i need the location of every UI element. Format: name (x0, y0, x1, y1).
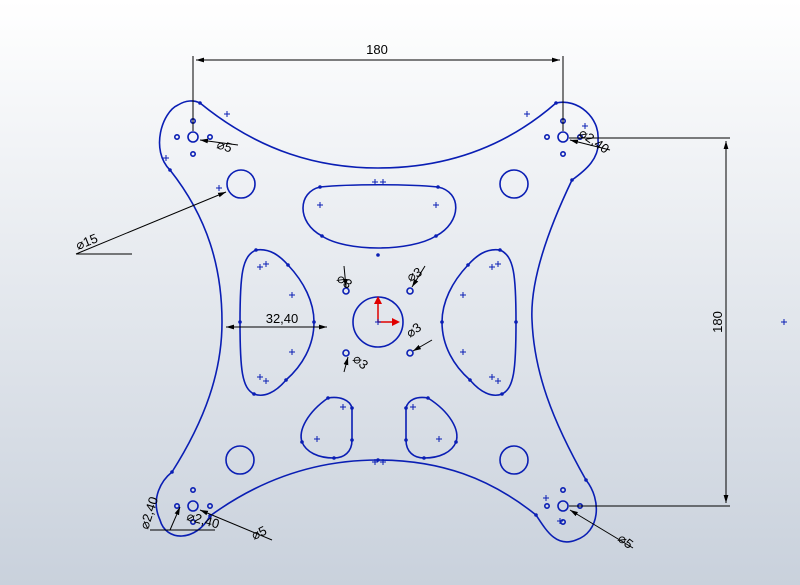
hole-center-lr[interactable] (406, 349, 414, 357)
hole-center-ll[interactable] (342, 349, 350, 357)
hole-center-ul[interactable] (342, 287, 350, 295)
hole-small-bl-b[interactable] (207, 502, 214, 509)
dim-overall-height[interactable]: 180 (710, 311, 725, 333)
dim-center-hole-upper-left[interactable]: ⌀3 (334, 271, 355, 292)
sketch-points (168, 101, 588, 518)
dim-hole-bottom-right[interactable]: ⌀5 (615, 531, 636, 552)
construction-marks (163, 111, 787, 524)
hole-small-bl-c[interactable] (190, 486, 197, 493)
hole-small-tr-a[interactable] (543, 134, 550, 141)
dim-hole-bottom-left[interactable]: ⌀5 (249, 523, 269, 543)
hole-small-tr-d[interactable] (559, 151, 566, 158)
hole-small-tl-d[interactable] (190, 151, 197, 158)
dim-overall-width[interactable]: 180 (366, 42, 388, 57)
hole-large-bottom-right[interactable] (499, 445, 529, 475)
hole-small-br-c[interactable] (559, 486, 566, 493)
hole-large-bottom-left[interactable] (225, 445, 255, 475)
hole-small-tl-b[interactable] (207, 134, 214, 141)
hole-large-top-right[interactable] (499, 169, 529, 199)
dim-center-hole-lower-right[interactable]: ⌀3 (403, 320, 424, 341)
dim-hole-top-left[interactable]: ⌀5 (215, 137, 234, 156)
dim-center-hole-upper-right[interactable]: ⌀3 (404, 264, 425, 285)
dimensions (75, 56, 730, 549)
origin-triad (374, 296, 400, 326)
hole-corner-bottom-right[interactable] (557, 500, 569, 512)
hole-large-top-left[interactable] (226, 169, 256, 199)
hole-corner-top-left[interactable] (187, 131, 199, 143)
hole-small-tl-a[interactable] (174, 134, 181, 141)
hole-corner-top-right[interactable] (557, 131, 569, 143)
hole-small-br-d[interactable] (559, 518, 566, 525)
hole-small-br-a[interactable] (543, 502, 550, 509)
hole-center-ur[interactable] (406, 287, 414, 295)
hole-small-tr-b[interactable] (576, 134, 583, 141)
hole-corner-bottom-left[interactable] (187, 500, 199, 512)
dim-center-hole-lower-left[interactable]: ⌀3 (350, 351, 371, 372)
hole-small-bl-d[interactable] (190, 518, 197, 525)
dim-center-slot-width[interactable]: 32,40 (266, 311, 299, 326)
